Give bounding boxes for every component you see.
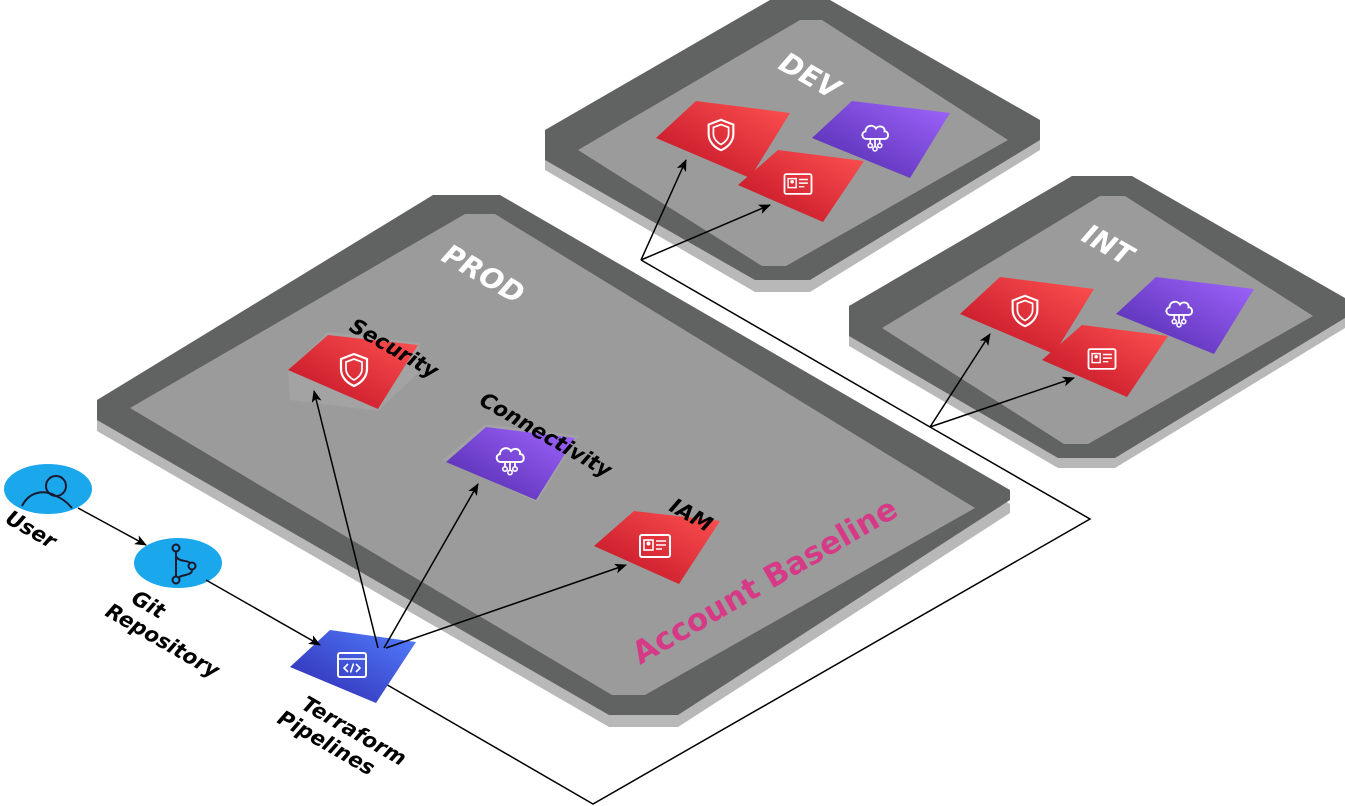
int-connectivity-service[interactable] <box>1116 277 1254 354</box>
dev-iam-service[interactable] <box>738 150 864 222</box>
prod-connectivity-service[interactable] <box>443 424 578 502</box>
git-repository-actor[interactable] <box>134 538 222 588</box>
arrow-to-dev-iam <box>640 204 771 261</box>
connectors <box>77 159 1075 649</box>
prod-iam-service[interactable] <box>594 511 720 584</box>
arrow-pipelines-to-iam <box>385 563 627 649</box>
arrow-user-to-git <box>77 507 147 546</box>
user-actor[interactable] <box>4 464 92 514</box>
arrow-to-int-iam <box>929 376 1075 428</box>
int-platform <box>849 176 1345 468</box>
int-iam-service[interactable] <box>1042 325 1168 397</box>
dev-security-service[interactable] <box>656 101 790 178</box>
int-security-service[interactable] <box>960 277 1094 354</box>
user-icon <box>21 475 73 509</box>
arrow-pipelines-to-security <box>311 390 379 649</box>
dev-connectivity-service[interactable] <box>812 101 950 178</box>
arrow-git-to-pipelines <box>205 579 321 646</box>
arrow-to-dev-security <box>640 159 687 261</box>
arrow-pipelines-to-connectivity <box>383 483 479 649</box>
baseline-boundary-line <box>383 259 1092 805</box>
arrow-to-int-security <box>929 333 991 428</box>
git-branch-icon <box>171 543 197 585</box>
